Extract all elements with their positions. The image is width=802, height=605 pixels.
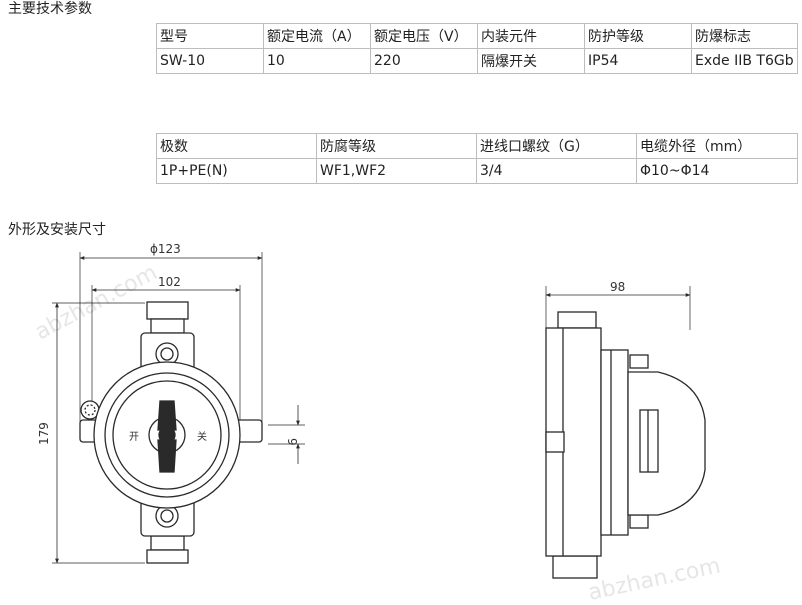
header-cell-component: 内装元件	[477, 23, 585, 49]
section-title-dimensions: 外形及安装尺寸	[8, 222, 106, 238]
cell-explosion-mark: Exde IIB T6Gb	[691, 48, 798, 74]
header-cell-rated-voltage: 额定电压（V）	[370, 23, 478, 49]
dim-label-depth: 98	[610, 280, 625, 294]
switch-label-off: 关	[197, 430, 207, 443]
dim-label-inner-width: 102	[158, 275, 181, 289]
header-cell-explosion-mark: 防爆标志	[691, 23, 798, 49]
cell-protection-grade: IP54	[584, 48, 692, 74]
header-cell-thread: 进线口螺纹（G）	[476, 133, 637, 159]
cell-poles: 1P+PE(N)	[156, 158, 317, 184]
cell-rated-current: 10	[263, 48, 371, 74]
switch-label-on: 开	[129, 432, 139, 443]
table-header-row: 型号 额定电流（A） 额定电压（V） 内装元件 防护等级 防爆标志	[156, 23, 798, 49]
header-cell-rated-current: 额定电流（A）	[263, 23, 371, 49]
cell-model: SW-10	[156, 48, 264, 74]
header-cell-anticorrosion: 防腐等级	[316, 133, 477, 159]
header-cell-protection-grade: 防护等级	[584, 23, 692, 49]
dim-label-outer-width: ϕ123	[150, 242, 181, 256]
dimension-drawing: abzhan.com abzhan.com	[31, 242, 723, 605]
header-cell-cable-diameter: 电缆外径（mm）	[636, 133, 798, 159]
cell-anticorrosion: WF1,WF2	[316, 158, 477, 184]
cell-thread: 3/4	[476, 158, 637, 184]
front-view	[52, 252, 305, 564]
cell-cable-diameter: Φ10~Φ14	[636, 158, 798, 184]
header-cell-poles: 极数	[156, 133, 317, 159]
table-row: SW-10 10 220 隔爆开关 IP54 Exde IIB T6Gb	[156, 48, 798, 74]
header-cell-model: 型号	[156, 23, 264, 49]
table-row: 1P+PE(N) WF1,WF2 3/4 Φ10~Φ14	[156, 158, 798, 184]
watermark-text: abzhan.com	[586, 553, 723, 605]
cell-component: 隔爆开关	[477, 48, 585, 74]
dim-label-small: 9	[285, 438, 299, 446]
parameters-table-1: 型号 额定电流（A） 额定电压（V） 内装元件 防护等级 防爆标志 SW-10 …	[156, 23, 798, 74]
parameters-table-2: 极数 防腐等级 进线口螺纹（G） 电缆外径（mm） 1P+PE(N) WF1,W…	[156, 133, 798, 184]
table-header-row: 极数 防腐等级 进线口螺纹（G） 电缆外径（mm）	[156, 133, 798, 159]
side-view	[545, 286, 706, 579]
dim-label-height: 179	[37, 422, 51, 445]
section-title-parameters: 主要技术参数	[8, 1, 92, 17]
cell-rated-voltage: 220	[370, 48, 478, 74]
